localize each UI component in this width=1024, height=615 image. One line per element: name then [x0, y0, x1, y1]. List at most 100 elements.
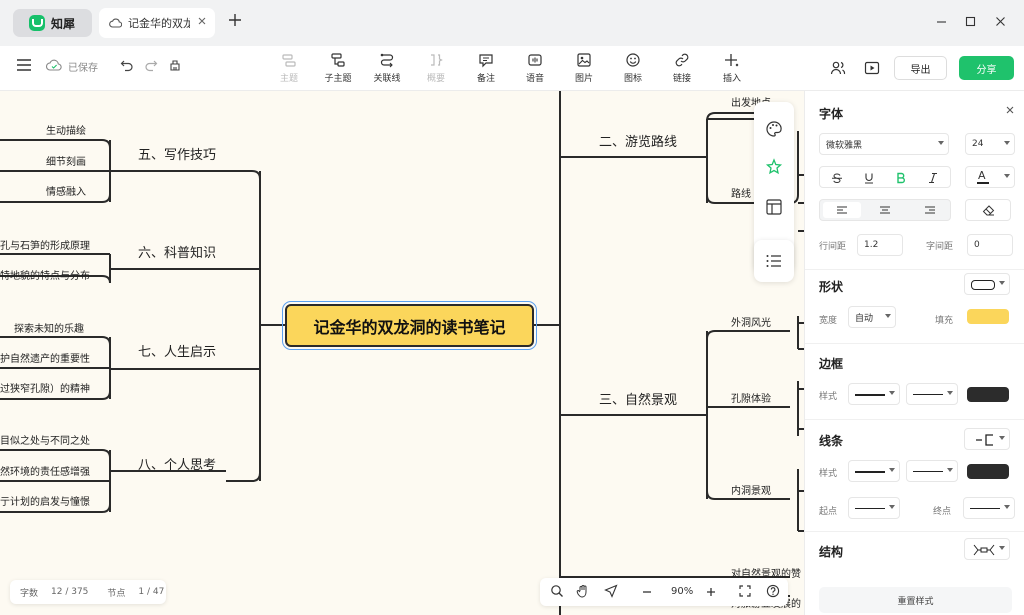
underline-icon[interactable] — [863, 172, 875, 187]
node-count-value: 1 / 47 — [138, 587, 165, 597]
branch-personal-thoughts[interactable]: 八、个人思考 — [138, 458, 217, 473]
shape-select[interactable] — [964, 273, 1010, 295]
line-dash-select[interactable] — [906, 460, 958, 482]
summary-icon — [428, 52, 444, 68]
leaf-node[interactable]: 孔隙体验 — [731, 394, 771, 405]
font-color-select[interactable]: A — [965, 166, 1015, 188]
tab-close-icon[interactable] — [197, 16, 207, 29]
outline-list-icon[interactable] — [765, 252, 783, 273]
zoom-level: 90% — [671, 586, 694, 597]
minimize-icon[interactable] — [936, 16, 947, 30]
window-close-icon[interactable] — [995, 16, 1006, 30]
panel-close-icon[interactable] — [1005, 105, 1015, 118]
leaf-node[interactable]: 情感融入 — [46, 187, 86, 198]
image-icon — [576, 52, 592, 68]
width-label: 宽度 — [819, 316, 838, 326]
line-width-select[interactable] — [848, 460, 900, 482]
tool-image-label: 图片 — [574, 74, 593, 84]
app-home-tab[interactable]: 知犀 — [13, 9, 92, 37]
strikethrough-icon[interactable] — [831, 172, 843, 187]
leaf-node[interactable]: 内洞景观 — [731, 486, 771, 497]
clear-format-button[interactable] — [965, 199, 1011, 221]
new-tab-icon[interactable] — [228, 13, 242, 30]
italic-icon[interactable] — [927, 172, 939, 187]
line-start-select[interactable] — [848, 497, 900, 519]
branch-writing-skills[interactable]: 五、写作技巧 — [138, 148, 217, 163]
leaf-node[interactable]: 出发地点 — [731, 98, 771, 109]
maximize-icon[interactable] — [965, 16, 976, 30]
line-color-swatch[interactable] — [967, 464, 1009, 479]
leaf-node[interactable]: 生动描绘 — [46, 126, 86, 137]
leaf-node[interactable]: 探索未知的乐趣 — [14, 324, 84, 335]
branch-natural-scenery[interactable]: 三、自然景观 — [599, 393, 678, 408]
document-tab[interactable]: 记金华的双龙洞... — [99, 8, 215, 38]
font-family-select[interactable]: 微软雅黑 — [819, 133, 949, 155]
branch-science-knowledge[interactable]: 六、科普知识 — [138, 246, 217, 261]
tool-relation-line[interactable]: 关联线 — [367, 52, 407, 84]
menu-icon[interactable] — [16, 58, 32, 75]
leaf-node[interactable]: 细节刻画 — [46, 157, 86, 168]
line-end-select[interactable] — [963, 497, 1015, 519]
border-width-select[interactable] — [848, 383, 900, 405]
align-center-icon[interactable] — [879, 204, 891, 219]
leaf-node[interactable]: 护自然遗产的重要性 — [0, 354, 90, 365]
leaf-node[interactable]: 外洞风光 — [731, 318, 771, 329]
format-painter-icon[interactable] — [168, 58, 182, 75]
leaf-node[interactable]: 过狭窄孔隙）的精神 — [0, 384, 90, 395]
presentation-play-icon[interactable] — [864, 60, 880, 79]
leaf-node[interactable]: 路线 — [731, 189, 751, 200]
share-button[interactable]: 分享 — [959, 56, 1014, 80]
font-size-select[interactable]: 24 — [965, 133, 1015, 155]
palette-icon[interactable] — [765, 120, 783, 141]
border-style-label: 样式 — [819, 392, 838, 402]
bold-icon[interactable] — [895, 172, 907, 187]
tool-note[interactable]: 备注 — [466, 52, 506, 84]
align-left-button[interactable] — [823, 202, 861, 218]
mindmap-canvas[interactable]: 记金华的双龙洞的读书笔记 五、写作技巧 生动描绘 细节刻画 情感融入 六、科普知… — [0, 91, 804, 615]
leaf-node[interactable]: 目似之处与不同之处 — [0, 436, 90, 447]
line-type-select[interactable] — [964, 428, 1010, 450]
tool-link[interactable]: 链接 — [662, 52, 702, 84]
hand-pan-icon[interactable] — [576, 584, 590, 601]
root-topic[interactable]: 记金华的双龙洞的读书笔记 — [282, 301, 537, 350]
fullscreen-icon[interactable] — [738, 584, 752, 601]
collaborators-icon[interactable] — [830, 60, 846, 79]
tool-emoji[interactable]: 图标 — [613, 52, 653, 84]
leaf-node[interactable]: 特地貌的特点与分布 — [0, 271, 90, 282]
leaf-node[interactable]: 对自然景观的赞 — [731, 569, 801, 580]
align-right-icon[interactable] — [924, 204, 936, 219]
line-section-heading: 线条 — [819, 434, 844, 448]
structure-select[interactable] — [964, 538, 1010, 560]
leaf-node[interactable]: 孔与石笋的形成原理 — [0, 241, 90, 252]
tool-summary[interactable]: 概要 — [416, 52, 456, 84]
tool-subtopic[interactable]: 子主题 — [318, 52, 358, 84]
tool-image[interactable]: 图片 — [564, 52, 604, 84]
leaf-node[interactable]: 亍计划的启发与憧憬 — [0, 497, 90, 508]
branch-life-lessons[interactable]: 七、人生启示 — [138, 345, 217, 360]
layout-icon[interactable] — [765, 198, 783, 219]
zoom-out-icon[interactable] — [640, 585, 654, 602]
branch-tour-route[interactable]: 二、游览路线 — [599, 135, 678, 150]
leaf-node[interactable]: 然环境的责任感增强 — [0, 467, 90, 478]
tool-topic[interactable]: 主题 — [269, 52, 309, 84]
letter-spacing-input[interactable]: 0 — [967, 234, 1013, 256]
border-width-sample — [855, 394, 885, 396]
line-width-sample — [855, 471, 885, 473]
ai-star-icon[interactable] — [765, 158, 783, 179]
help-icon[interactable] — [766, 584, 780, 601]
width-select[interactable]: 自动 — [848, 306, 896, 328]
undo-icon[interactable] — [120, 58, 134, 75]
tool-insert[interactable]: 插入 — [712, 52, 752, 84]
border-dash-select[interactable] — [906, 383, 958, 405]
border-color-swatch[interactable] — [967, 387, 1009, 402]
search-icon[interactable] — [550, 584, 564, 601]
line-spacing-value: 1.2 — [864, 240, 879, 250]
zoom-in-icon[interactable] — [704, 585, 718, 602]
reset-style-button[interactable]: 重置样式 — [819, 587, 1012, 613]
redo-icon[interactable] — [144, 58, 158, 75]
export-button[interactable]: 导出 — [894, 56, 947, 80]
locate-arrow-icon[interactable] — [604, 584, 618, 601]
line-spacing-input[interactable]: 1.2 — [857, 234, 903, 256]
fill-color-swatch[interactable] — [967, 309, 1009, 324]
tool-voice[interactable]: 语音 — [515, 52, 555, 84]
